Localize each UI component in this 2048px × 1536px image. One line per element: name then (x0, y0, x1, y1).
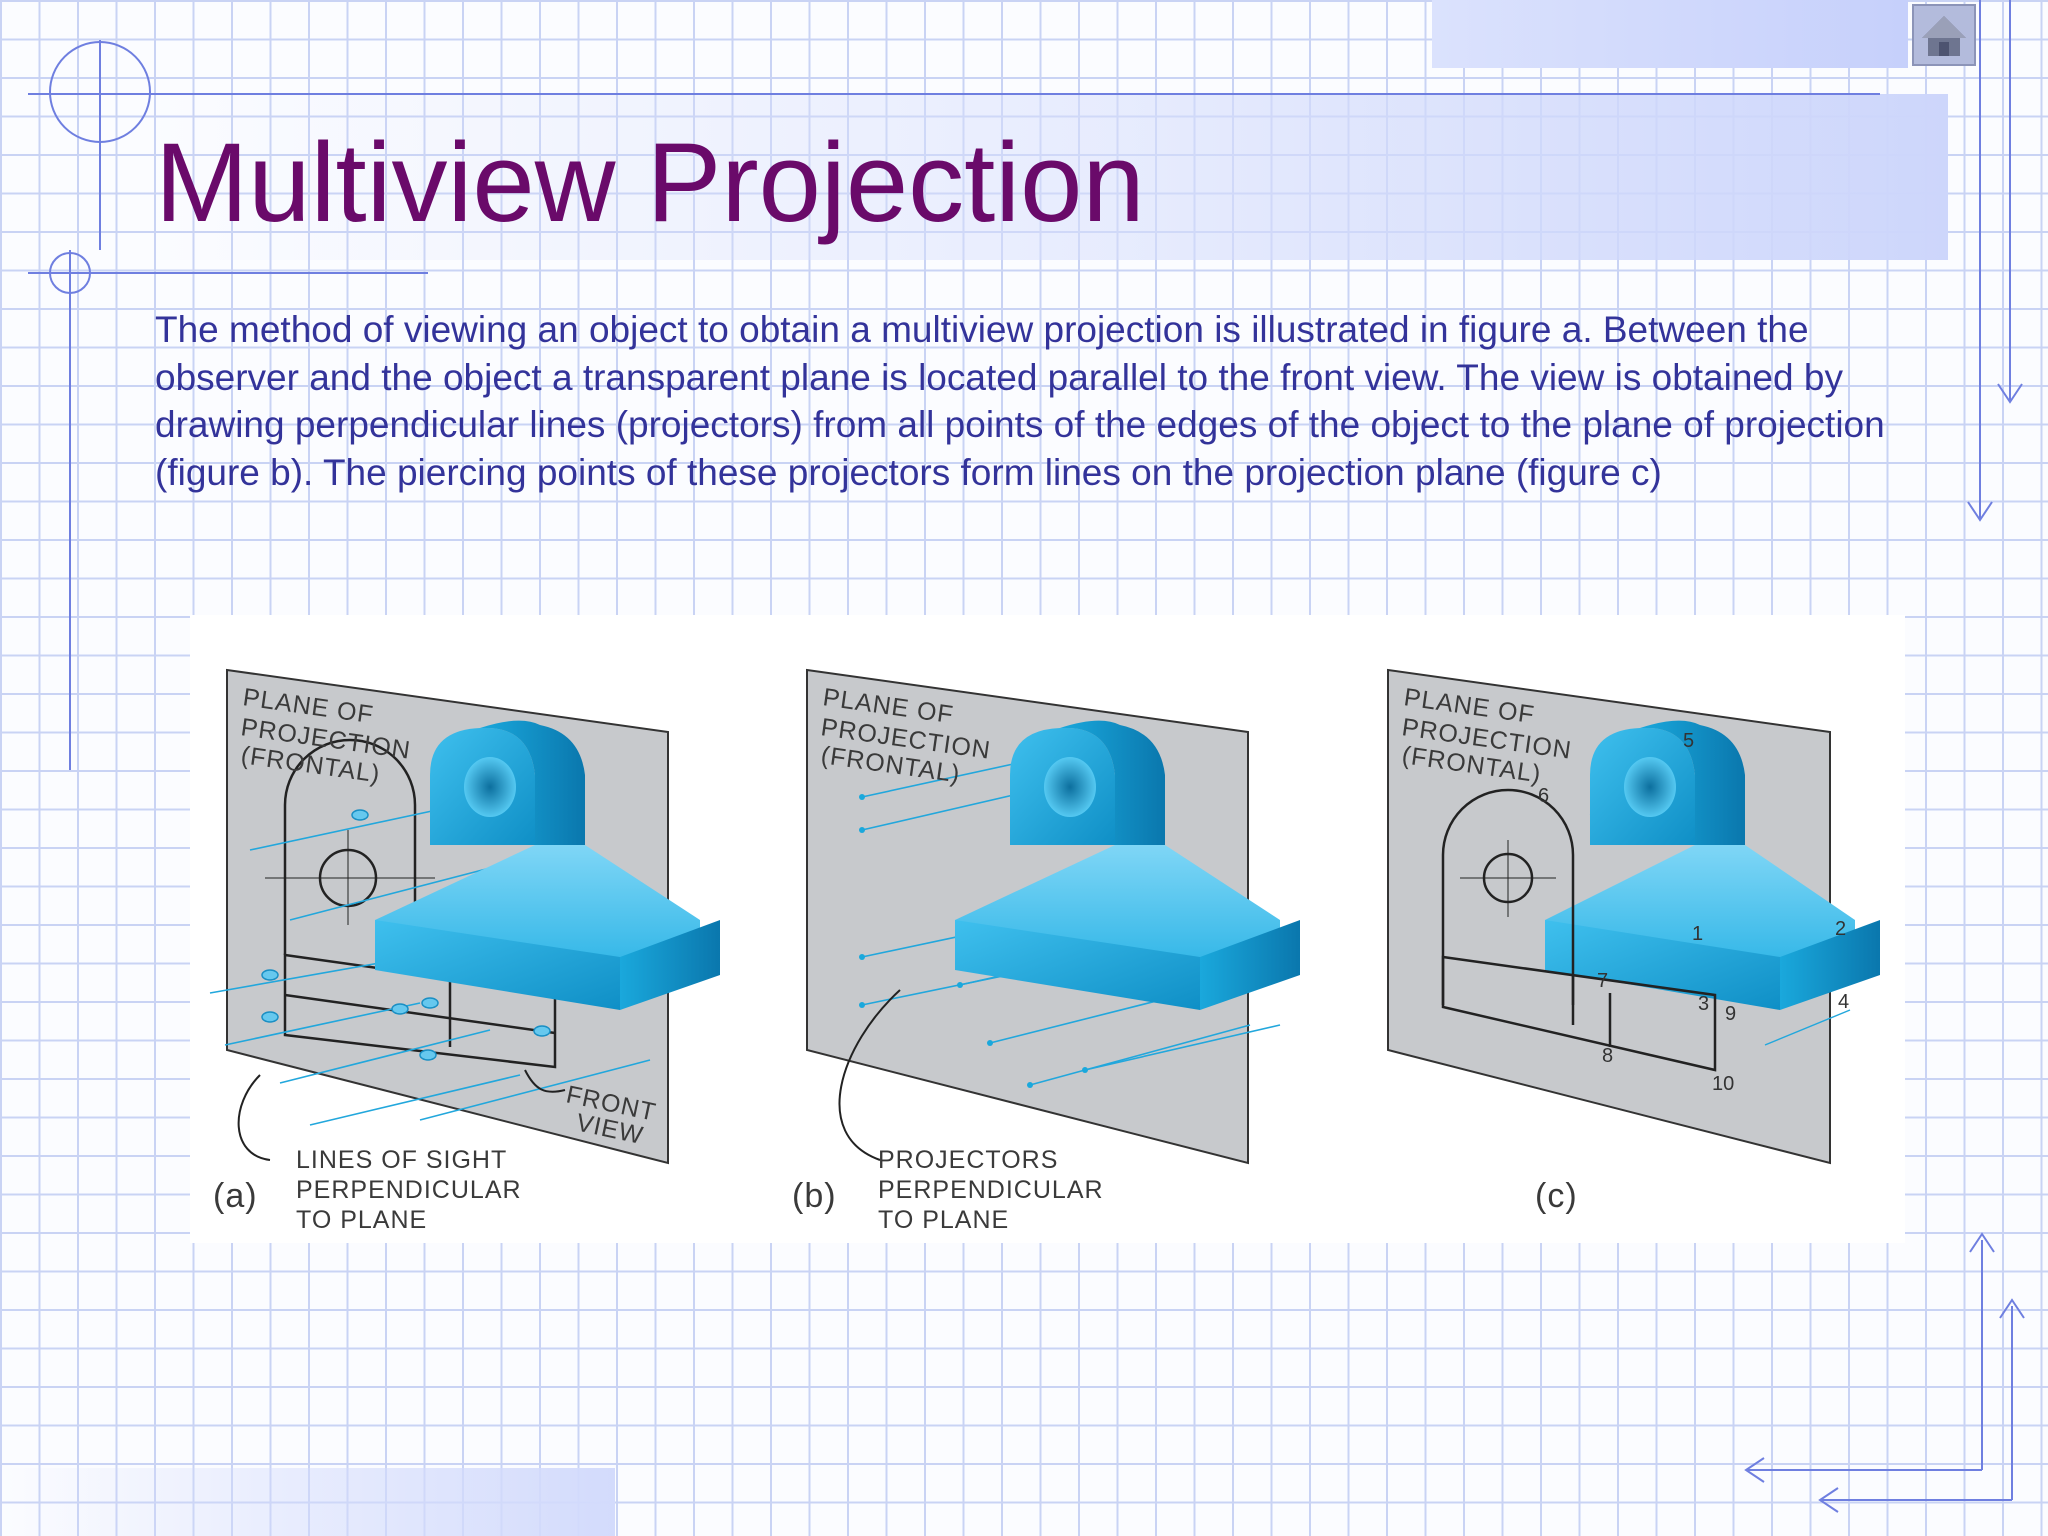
callout-b-line-2: PERPENDICULAR (878, 1176, 1104, 1204)
top-accent-band (1432, 0, 1908, 68)
figure-c: PLANE OF PROJECTION (FRONTAL) 1 2 3 4 5 … (1387, 668, 1880, 1215)
callout-a-line-3: TO PLANE (296, 1206, 427, 1234)
callout-a-line-1: LINES OF SIGHT (296, 1146, 507, 1174)
point-label-6: 6 (1538, 785, 1549, 807)
caption-c: (c) (1535, 1177, 1578, 1215)
point-label-10: 10 (1712, 1073, 1734, 1095)
3d-object (955, 720, 1300, 1010)
point-label-9: 9 (1725, 1003, 1736, 1025)
point-label-8: 8 (1602, 1045, 1613, 1067)
piercing-points (859, 794, 1088, 1088)
body-text: The method of viewing an object to obtai… (155, 309, 1885, 493)
point-label-2: 2 (1835, 918, 1846, 940)
point-label-5: 5 (1683, 730, 1694, 752)
callout-leader-b (838, 989, 901, 1161)
home-icon (1922, 16, 1966, 56)
home-button[interactable] (1912, 4, 1976, 66)
caption-a: (a) (213, 1177, 258, 1215)
callout-leader-a (237, 1074, 271, 1161)
3d-object (1545, 720, 1880, 1010)
callout-a-line-2: PERPENDICULAR (296, 1176, 522, 1204)
multiview-figure: PLANE OF PROJECTION (FRONTAL) FRONT VIEW… (209, 668, 1880, 1234)
front-view-leader (524, 1069, 566, 1093)
point-labels: 1 2 3 4 5 6 7 8 9 10 (1538, 730, 1849, 1095)
caption-b: (b) (792, 1177, 837, 1215)
point-label-4: 4 (1838, 991, 1849, 1013)
point-label-7: 7 (1597, 970, 1608, 992)
page-title: Multiview Projection (155, 120, 1145, 245)
3d-object (375, 720, 720, 1010)
figure-panel: PLANE OF PROJECTION (FRONTAL) FRONT VIEW… (190, 615, 1905, 1243)
point-label-1: 1 (1692, 923, 1703, 945)
bottom-accent-band (0, 1468, 615, 1536)
callout-b-line-3: TO PLANE (878, 1206, 1009, 1234)
figure-b: PLANE OF PROJECTION (FRONTAL) PROJECTORS… (792, 668, 1300, 1234)
title-band (140, 94, 1948, 260)
figure-a: PLANE OF PROJECTION (FRONTAL) FRONT VIEW… (209, 668, 720, 1234)
projected-front-view (1441, 788, 1717, 1072)
point-label-3: 3 (1698, 993, 1709, 1015)
callout-b-line-1: PROJECTORS (878, 1146, 1058, 1174)
sight-arrowheads (261, 809, 551, 1061)
